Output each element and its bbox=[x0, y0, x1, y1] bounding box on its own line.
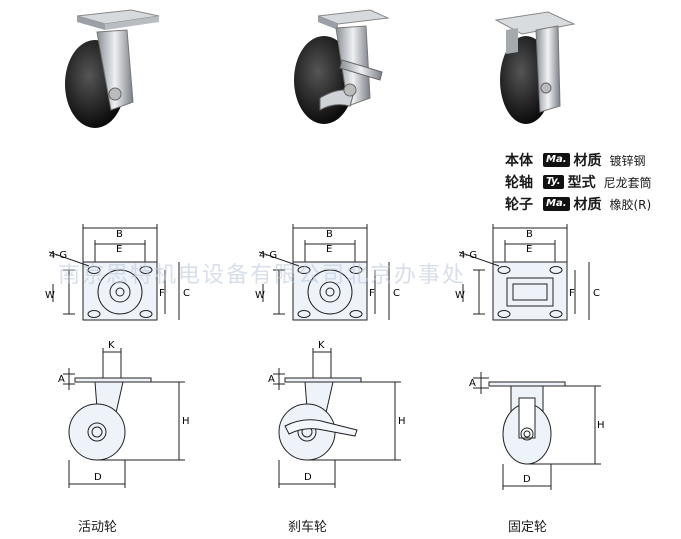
dim-A: A bbox=[469, 378, 476, 389]
caption-brake: 刹车轮 bbox=[288, 520, 328, 535]
side-diagram-brake: K A H D bbox=[268, 340, 406, 488]
plate-diagram-fixed: B E 4-G W F C bbox=[455, 224, 600, 321]
dim-W: W bbox=[45, 290, 55, 301]
side-diagram-fixed: A H D bbox=[469, 372, 605, 490]
spec-attr: 材质 bbox=[573, 153, 602, 169]
dim-B: B bbox=[116, 229, 123, 240]
dim-B: B bbox=[326, 229, 333, 240]
spec-badge: Ma. bbox=[543, 197, 570, 211]
spec-value: 橡胶(R) bbox=[609, 197, 652, 212]
caption-swivel: 活动轮 bbox=[78, 520, 118, 535]
dim-A: A bbox=[58, 374, 65, 385]
spec-badge: Ty. bbox=[543, 175, 564, 189]
plate-diagram-brake: B E 4-G W F C bbox=[255, 224, 400, 321]
spec-row-axle: 轮轴 Ty. 型式 尼龙套筒 bbox=[505, 171, 675, 193]
caption-fixed: 固定轮 bbox=[508, 520, 548, 535]
dim-H: H bbox=[398, 416, 406, 427]
dim-G: 4-G bbox=[49, 250, 67, 261]
dim-B: B bbox=[526, 229, 533, 240]
dim-D: D bbox=[94, 472, 102, 483]
spec-value: 镀锌钢 bbox=[609, 153, 646, 168]
spec-row-body: 本体 Ma. 材质 镀锌钢 bbox=[505, 149, 675, 171]
dim-H: H bbox=[597, 420, 605, 431]
dim-C: C bbox=[183, 288, 190, 299]
dim-K: K bbox=[318, 340, 325, 351]
spec-table: 本体 Ma. 材质 镀锌钢 轮轴 Ty. 型式 尼龙套筒 轮子 Ma. 材质 橡… bbox=[505, 149, 675, 215]
dim-A: A bbox=[268, 374, 275, 385]
spec-part: 本体 bbox=[505, 153, 533, 169]
swivel-caster-photo bbox=[65, 9, 160, 128]
dim-W: W bbox=[455, 290, 465, 301]
dim-G: 4-G bbox=[259, 250, 277, 261]
plate-diagram-swivel: B E 4-G W F C bbox=[45, 224, 190, 321]
spec-row-wheel: 轮子 Ma. 材质 橡胶(R) bbox=[505, 193, 675, 215]
dim-D: D bbox=[304, 472, 312, 483]
dim-W: W bbox=[255, 290, 265, 301]
spec-attr: 型式 bbox=[567, 175, 596, 191]
side-diagram-swivel: K A H D bbox=[58, 340, 190, 488]
dim-E: E bbox=[526, 244, 532, 255]
dim-F: F bbox=[369, 288, 375, 299]
dim-F: F bbox=[569, 288, 575, 299]
dim-D: D bbox=[523, 474, 531, 485]
dim-E: E bbox=[326, 244, 332, 255]
spec-part: 轮轴 bbox=[505, 175, 533, 191]
watermark: 南京思特机电设备有限公司北京办事处 bbox=[58, 263, 467, 288]
dim-G: 4-G bbox=[459, 250, 477, 261]
dim-F: F bbox=[159, 288, 165, 299]
spec-part: 轮子 bbox=[505, 197, 533, 213]
spec-attr: 材质 bbox=[573, 197, 602, 213]
dim-H: H bbox=[182, 416, 190, 427]
spec-value: 尼龙套筒 bbox=[603, 175, 652, 190]
dim-C: C bbox=[393, 288, 400, 299]
brake-caster-photo bbox=[294, 9, 390, 124]
dim-C: C bbox=[593, 288, 600, 299]
spec-badge: Ma. bbox=[543, 153, 570, 167]
dim-K: K bbox=[108, 340, 115, 351]
fixed-caster-photo bbox=[494, 11, 576, 124]
dim-E: E bbox=[116, 244, 122, 255]
